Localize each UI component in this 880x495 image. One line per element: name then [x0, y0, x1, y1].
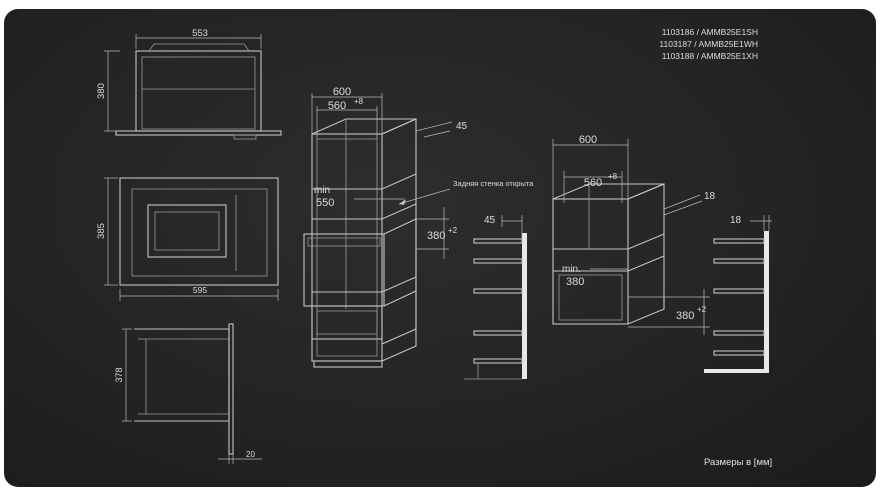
cabinet-left: 600 560 +8 45 min 550 380 +2 Задняя стен…: [303, 86, 534, 368]
model-code-3: 1103188 / AMMB25E1XH: [661, 51, 758, 61]
cab-right-panel: 18: [704, 191, 716, 202]
front-view: 595 385: [96, 177, 279, 301]
drawing-board: 1103186 / AMMB25E1SH 1103187 / AMMB25E1W…: [4, 9, 876, 487]
cab-left-inner-width: 560: [328, 100, 346, 112]
cab-right-min-label: min.: [562, 264, 581, 275]
side-view: 378 20: [114, 323, 262, 464]
profile-left-gap: 45: [484, 215, 496, 226]
top-view-depth-label: 380: [96, 83, 107, 99]
cab-left-niche-height: 380: [427, 230, 445, 242]
cab-left-back-wall-note: Задняя стенка открыта: [453, 179, 534, 188]
profile-right-gap: 18: [730, 215, 742, 226]
cabinet-right: 600 560 +8 18 min. 380 380 +2: [552, 134, 716, 335]
cab-left-niche-height-tol: +2: [448, 226, 458, 235]
units-note: Размеры в [мм]: [704, 457, 773, 468]
model-code-1: 1103186 / AMMB25E1SH: [661, 27, 758, 37]
model-code-2: 1103187 / AMMB25E1WH: [659, 39, 758, 49]
cab-right-inner-width-tol: +8: [608, 172, 618, 181]
cab-right-niche-height: 380: [676, 310, 694, 322]
cab-right-niche-height-tol: +2: [697, 305, 707, 314]
cab-left-angle: 45: [456, 121, 468, 132]
top-view-width-label: 553: [192, 28, 208, 39]
cab-right-outer-width: 600: [579, 134, 597, 146]
side-view-height-label: 378: [114, 367, 124, 382]
cab-left-inner-width-tol: +8: [354, 97, 364, 106]
cab-left-outer-width: 600: [333, 86, 351, 98]
profile-left: 45: [464, 215, 527, 380]
cab-left-min-value: 550: [316, 197, 334, 209]
front-view-width-label: 595: [193, 285, 207, 295]
front-view-height-label: 385: [96, 223, 107, 239]
cab-left-min-label: min: [314, 185, 330, 196]
installation-diagram: 553 380 595 385: [96, 28, 772, 464]
top-view: 553 380: [96, 28, 282, 140]
cab-right-inner-width: 560: [584, 177, 602, 189]
side-view-offset-label: 20: [246, 450, 255, 459]
profile-right: 18: [704, 215, 772, 373]
cab-right-min-value: 380: [566, 276, 584, 288]
